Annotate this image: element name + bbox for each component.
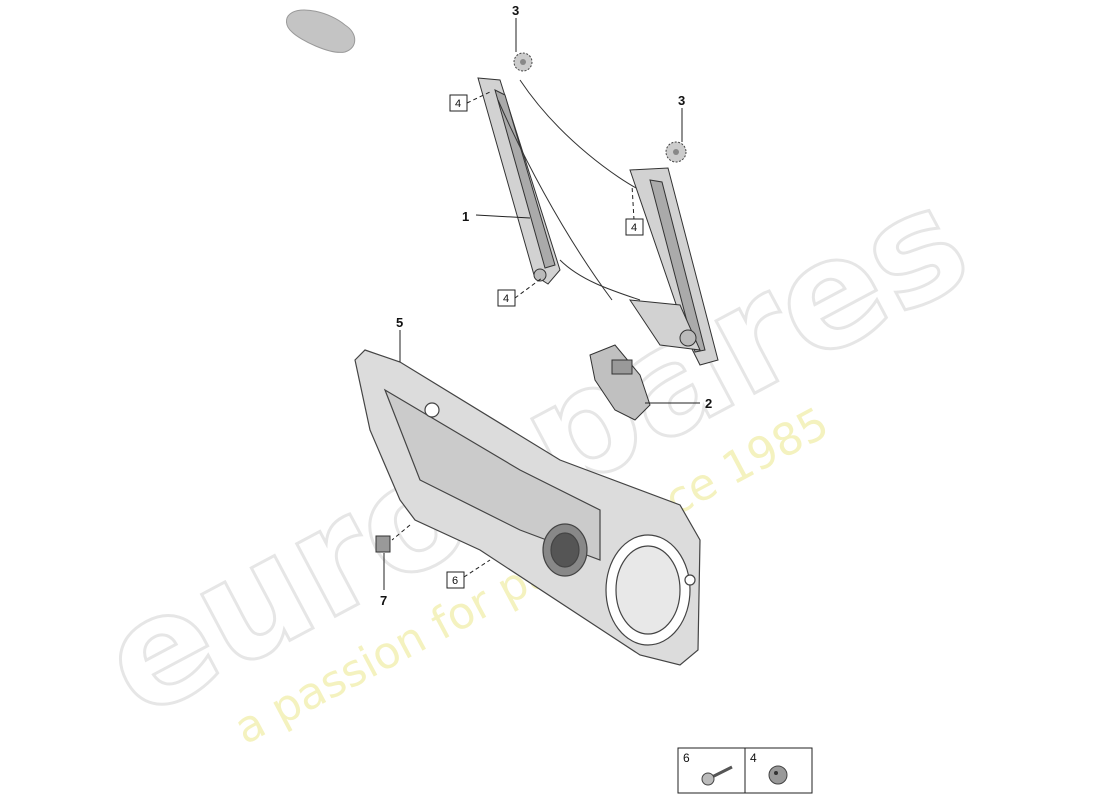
- legend-label-4: 4: [750, 751, 757, 765]
- box-6: 6: [446, 571, 465, 589]
- legend-label-6: 6: [683, 751, 690, 765]
- window-regulator-left: [477, 77, 641, 301]
- door-inner-panel: [354, 349, 701, 666]
- svg-text:6: 6: [452, 575, 458, 587]
- car-model-icon: [286, 9, 356, 53]
- window-regulator-right: [559, 167, 719, 366]
- clip-part-7: [375, 535, 391, 553]
- hardware-legend: 6 4: [677, 747, 813, 794]
- box-4-top: 4: [449, 94, 468, 112]
- callout-7: 7: [380, 593, 387, 608]
- callout-5: 5: [396, 315, 403, 330]
- svg-text:4: 4: [455, 98, 461, 110]
- callout-3-upper: 3: [512, 3, 519, 18]
- gear-upper: [513, 52, 533, 72]
- svg-text:4: 4: [631, 222, 637, 234]
- leader-lines: [383, 18, 700, 590]
- box-4-mid: 4: [497, 289, 516, 307]
- gear-right: [665, 141, 687, 163]
- callout-1: 1: [462, 209, 469, 224]
- box-4-right: 4: [625, 218, 644, 236]
- callout-3-right: 3: [678, 93, 685, 108]
- nut-icon: [768, 765, 788, 785]
- bolt-icon: [701, 765, 733, 786]
- window-motor: [589, 344, 651, 421]
- svg-text:4: 4: [503, 293, 509, 305]
- callout-2: 2: [705, 396, 712, 411]
